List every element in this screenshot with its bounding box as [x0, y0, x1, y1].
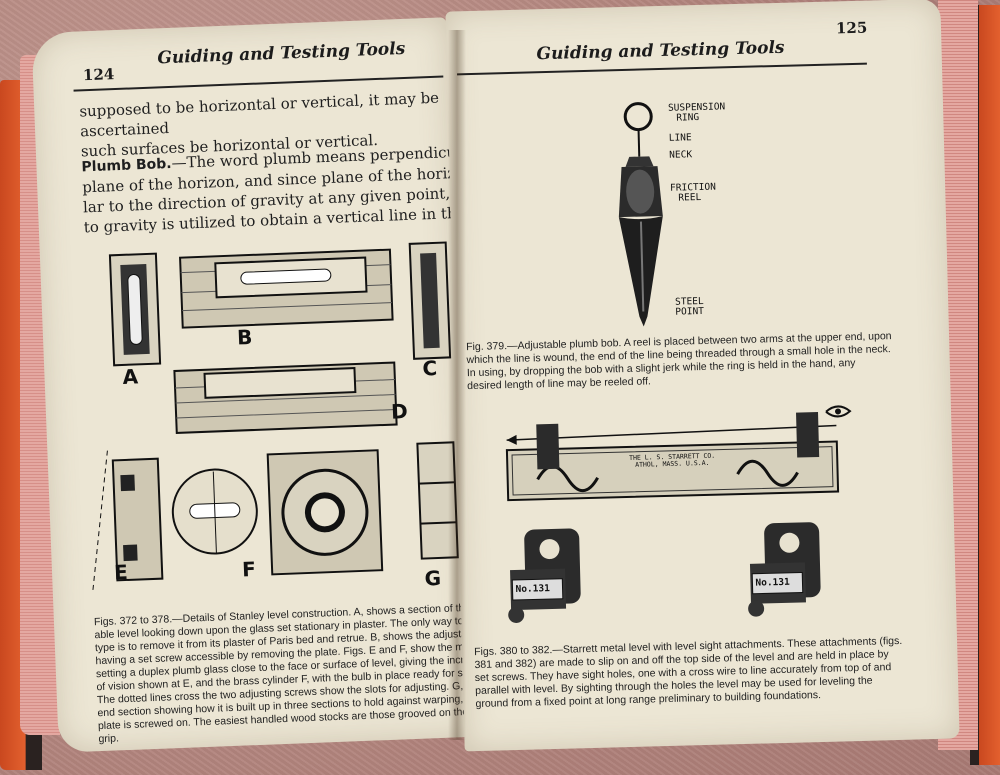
level-maker-plate: THE L. S. STARRETT CO. ATHOL, MASS. U.S.…: [627, 452, 718, 469]
label-neck: NECK: [669, 149, 693, 161]
attachment-label-left: No.131: [515, 583, 551, 595]
bob-body: [618, 215, 663, 327]
figure-letter-d: D: [390, 399, 409, 424]
label-ring: RING: [676, 112, 700, 124]
figure-g-cross-section: [416, 441, 459, 560]
attachment-label-right: No.131: [755, 576, 790, 589]
plumb-line: [637, 129, 641, 157]
page-number-left: 124: [82, 65, 115, 85]
book-gutter: [448, 30, 466, 740]
plumb-neck: [625, 156, 654, 167]
page-number-right: 125: [835, 18, 868, 38]
label-point: POINT: [675, 305, 705, 318]
figure-d-stock: [173, 361, 398, 434]
figure-f-plumb-glass: [171, 449, 384, 576]
figure-letter-b: B: [236, 324, 253, 350]
figure-letter-g: G: [424, 565, 442, 591]
figure-letter-f: F: [241, 557, 257, 582]
figure-a-vial: [108, 252, 162, 367]
figure-c-vial: [408, 241, 452, 360]
figure-letter-e: E: [113, 559, 129, 585]
figure-b-adjustable-setting: [179, 248, 394, 329]
running-head-right: Guiding and Testing Tools: [536, 37, 785, 65]
attachment-382: [748, 522, 821, 617]
plumb-paragraph: Plumb Bob.—The word plumb means perpendi…: [81, 140, 587, 237]
figure-e-section: [92, 450, 164, 592]
figure-letter-a: A: [122, 364, 139, 389]
attachment-381: [508, 528, 581, 623]
level-construction-figures: [92, 241, 459, 592]
starrett-level-caption: Figs. 380 to 382.—Starrett metal level w…: [474, 634, 946, 711]
sight-attachment-left: [536, 423, 560, 470]
sight-attachment-right: [796, 411, 820, 458]
eye-icon: [825, 405, 852, 418]
running-head-left: Guiding and Testing Tools: [157, 38, 406, 69]
right-page: Guiding and Testing Tools 125 SUSPENSION…: [445, 0, 960, 752]
left-figure-caption: Figs. 372 to 378.—Details of Stanley lev…: [94, 600, 540, 747]
sight-line: [506, 424, 837, 441]
left-page: 124 Guiding and Testing Tools supposed t…: [31, 17, 587, 753]
suspension-ring: [623, 102, 653, 132]
figure-letter-c: C: [422, 355, 438, 381]
label-line: LINE: [668, 132, 692, 144]
plumb-bob-drawing: [618, 102, 663, 327]
header-rule-right: [457, 62, 867, 76]
level-body: [505, 440, 840, 502]
label-reel: REEL: [678, 191, 702, 204]
starrett-level-drawing: [505, 405, 852, 623]
plumb-heading: Plumb Bob.: [81, 155, 172, 176]
plumb-bob-caption: Fig. 379.—Adjustable plumb bob. A reel i…: [466, 329, 937, 393]
